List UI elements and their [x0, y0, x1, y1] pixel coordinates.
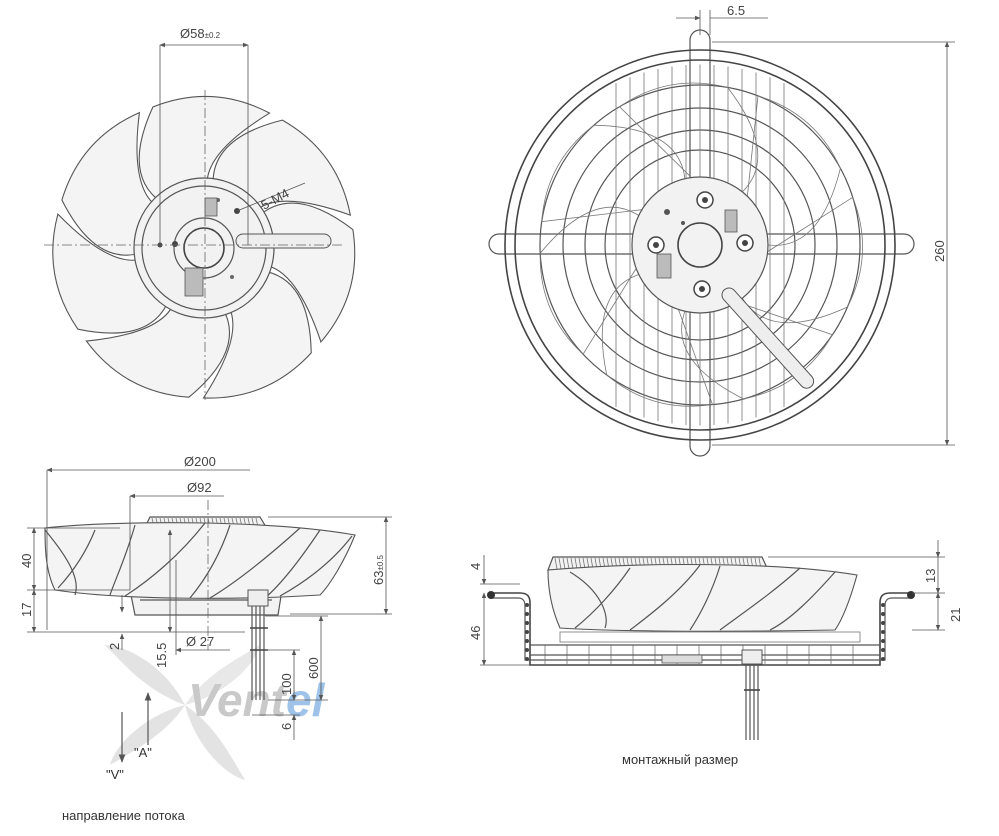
front-blade — [61, 111, 159, 256]
mount-46-label: 46 — [468, 626, 483, 640]
front-hub-tolerance-label: ±0.2 — [205, 31, 221, 40]
hub-fin — [558, 557, 562, 570]
side-shaft-diameter-label: Ø 27 — [186, 634, 214, 649]
hub-fin — [570, 557, 574, 570]
side-600-label: 600 — [306, 657, 321, 679]
side-hub-diameter-label: Ø92 — [187, 480, 212, 495]
rear-blade — [601, 274, 714, 407]
rear-blade — [681, 301, 834, 400]
flow-caption: направление потока — [62, 808, 186, 823]
mount-view: 4 46 13 21 монтажный размер — [468, 540, 963, 767]
rear-view-blades — [539, 82, 864, 407]
front-view: Ø58±0.2 5-M4 — [44, 26, 356, 400]
mount-bracket-end-right — [907, 591, 915, 599]
guard-wire-end — [525, 630, 529, 634]
side-outer-diameter-label: Ø200 — [184, 454, 216, 469]
front-blade — [202, 270, 312, 399]
side-view: Ø200 Ø92 Ø 27 40 17 2 15.5 63±0.5 — [19, 454, 392, 740]
flow-arrow-v-label: "V" — [106, 767, 124, 782]
front-hub-boss — [173, 217, 235, 279]
guard-ring — [504, 49, 896, 441]
front-hub-bore — [183, 227, 225, 269]
svg-text:63±0.5: 63±0.5 — [371, 554, 386, 585]
guard-wire-end — [881, 639, 885, 643]
side-2-label: 2 — [107, 643, 122, 650]
front-thread-leader — [236, 182, 306, 212]
rear-blade — [541, 124, 686, 223]
hub-fin — [574, 557, 578, 570]
guard-wire-end — [525, 612, 529, 616]
guard-wire-end — [881, 630, 885, 634]
side-cable-wires — [251, 606, 265, 700]
rear-view: 6.5 260 — [488, 3, 955, 457]
side-100-label: 100 — [279, 673, 294, 695]
rear-height-label: 260 — [932, 240, 947, 262]
guard-wire-end — [881, 657, 885, 661]
rear-cable — [721, 287, 815, 389]
mount-impeller-outline — [547, 563, 858, 632]
guard-wire-end — [881, 612, 885, 616]
front-cable — [235, 233, 332, 249]
mount-4-label: 4 — [468, 563, 483, 570]
rear-blade — [746, 95, 841, 246]
mount-motor-base — [559, 631, 861, 643]
mount-caption: монтажный размер — [622, 752, 738, 767]
front-blade — [85, 301, 231, 398]
front-blade — [138, 95, 271, 204]
front-label-plate-1 — [204, 197, 218, 217]
mount-cable-gland — [741, 649, 763, 665]
side-6-label: 6 — [279, 723, 294, 730]
guard-wire-end — [525, 603, 529, 607]
side-cable-gland — [247, 589, 269, 607]
rear-blade — [742, 196, 864, 324]
side-impeller-outline — [44, 522, 356, 599]
guard-wire-end — [881, 603, 885, 607]
side-15-5-label: 15.5 — [154, 643, 169, 668]
mount-13-label: 13 — [923, 569, 938, 583]
hub-fin — [554, 557, 558, 570]
rear-blade — [618, 82, 759, 193]
rear-label-plate — [656, 253, 672, 279]
front-blade — [212, 119, 352, 216]
guard-wire-end — [881, 621, 885, 625]
flow-direction: "A" "V" направление потока — [62, 692, 186, 823]
mount-bracket-end-left — [487, 591, 495, 599]
rear-blade — [539, 206, 639, 355]
rear-guard-rings — [504, 49, 896, 441]
guard-wire-end — [881, 648, 885, 652]
side-17-label: 17 — [19, 603, 34, 617]
front-blade — [52, 213, 170, 334]
side-63-label: 63 — [371, 571, 386, 585]
guard-ring — [514, 59, 886, 431]
rear-label-plate-2 — [724, 209, 738, 233]
flow-arrow-a-label: "A" — [134, 745, 152, 760]
hub-fin — [562, 557, 566, 570]
guard-wire-end — [525, 621, 529, 625]
side-63-tolerance-label: ±0.5 — [376, 554, 385, 570]
side-40-label: 40 — [19, 554, 34, 568]
guard-wire-end — [525, 657, 529, 661]
hub-fin — [566, 557, 570, 570]
rear-hub-bore — [677, 222, 723, 268]
front-screw-hole-5 — [230, 275, 234, 279]
svg-text:Ø58±0.2: Ø58±0.2 — [180, 26, 221, 41]
mount-21-label: 21 — [948, 608, 963, 622]
front-hub-diameter-label: Ø58 — [180, 26, 205, 41]
mount-guard-frame — [490, 592, 912, 666]
guard-wire-end — [525, 648, 529, 652]
mount-cable-wires — [745, 664, 759, 740]
front-screw-hole-1 — [172, 241, 178, 247]
front-label-plate-2 — [184, 267, 204, 297]
guard-wire-end — [525, 639, 529, 643]
rear-mount-screws — [647, 191, 754, 298]
rear-gap-label: 6.5 — [727, 3, 745, 18]
